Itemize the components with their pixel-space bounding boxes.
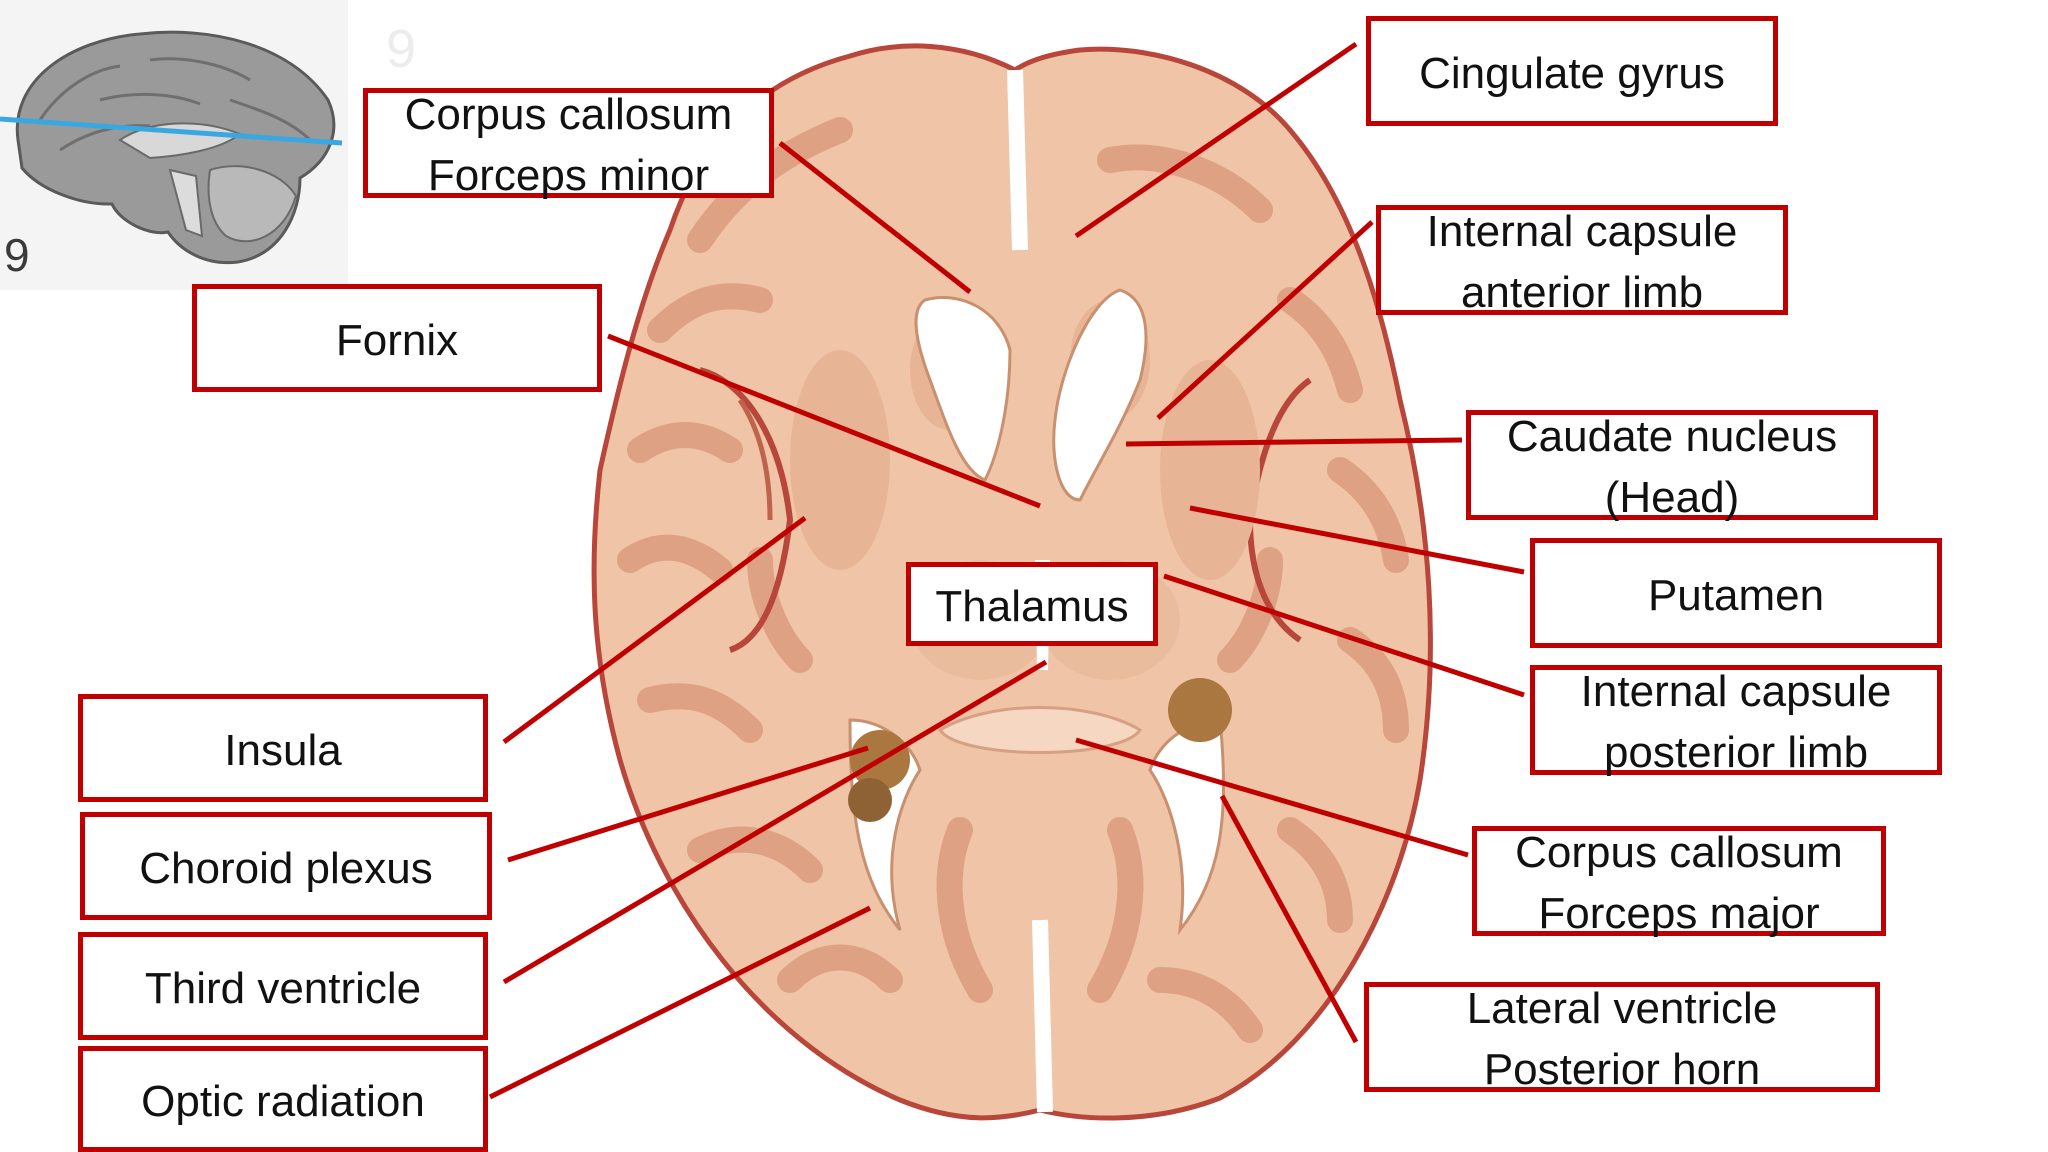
leader-choroid-plexus [507, 745, 869, 863]
leader-fornix [607, 333, 1041, 509]
label-thalamus: Thalamus [906, 562, 1158, 646]
left-lateral-ventricle [914, 295, 1012, 482]
leader-internal-capsule-anterior [1156, 220, 1374, 420]
leader-putamen [1189, 505, 1525, 575]
label-third-ventricle: Third ventricle [78, 932, 488, 1040]
leader-optic-radiation [488, 905, 872, 1100]
label-corpus-callosum-forceps-major: Corpus callosum Forceps major [1472, 826, 1886, 938]
label-cingulate-gyrus: Cingulate gyrus [1366, 16, 1778, 126]
leader-posterior-horn [1219, 794, 1359, 1044]
faint-slice-number: 9 [386, 19, 417, 79]
label-insula: Insula [78, 694, 488, 802]
leader-forceps-major [1075, 737, 1469, 858]
leader-insula [502, 515, 807, 745]
leader-forceps-minor [778, 141, 972, 294]
right-lateral-ventricle [1052, 288, 1148, 502]
left-putamen [790, 350, 890, 570]
label-putamen: Putamen [1530, 538, 1942, 648]
thumbnail-slice-number: 9 [4, 229, 30, 281]
label-internal-capsule-posterior-limb: Internal capsule posterior limb [1530, 665, 1942, 777]
right-posterior-horn [1148, 718, 1226, 936]
sagittal-brain-thumbnail [0, 0, 348, 290]
leader-caudate-nucleus [1125, 437, 1463, 447]
label-choroid-plexus: Choroid plexus [80, 812, 492, 920]
label-optic-radiation: Optic radiation [78, 1046, 488, 1152]
slice-plane-line [0, 116, 343, 146]
label-lateral-ventricle-posterior-horn: Lateral ventricle Posterior horn [1364, 982, 1880, 1094]
right-putamen [1160, 360, 1260, 580]
label-caudate-nucleus-head: Caudate nucleus (Head) [1466, 410, 1878, 522]
leader-cingulate-gyrus [1074, 41, 1358, 239]
leader-third-ventricle [502, 659, 1048, 985]
leader-internal-capsule-posterior [1163, 573, 1525, 698]
corpus-callosum-splenium [937, 706, 1143, 754]
label-internal-capsule-anterior-limb: Internal capsule anterior limb [1376, 205, 1788, 317]
label-fornix: Fornix [192, 284, 602, 392]
label-corpus-callosum-forceps-minor: Corpus callosum Forceps minor [363, 88, 774, 200]
